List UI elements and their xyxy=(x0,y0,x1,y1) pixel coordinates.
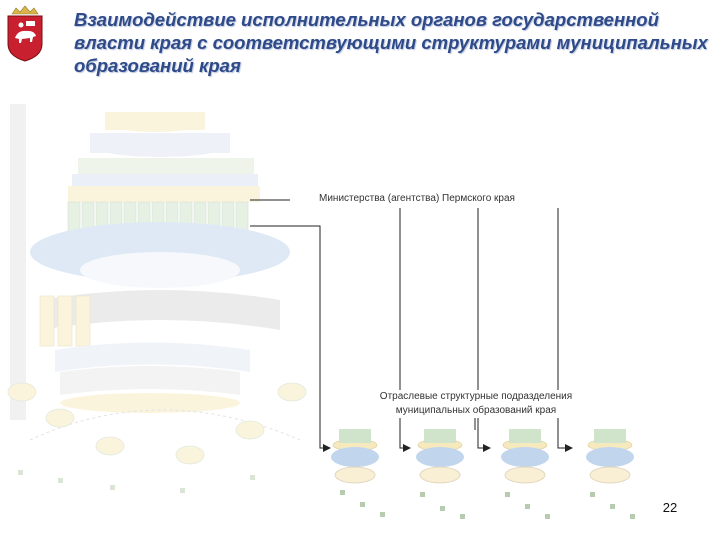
perm-coat-of-arms-icon xyxy=(7,5,43,62)
municipal-units-label-line-2: муниципальных образований края xyxy=(395,405,557,416)
municipal-structure-icons xyxy=(331,429,635,519)
municipal-units-label-line-1: Отраслевые структурные подразделения xyxy=(379,391,573,402)
faded-governance-cake-graphic xyxy=(7,104,307,493)
page-title: Взаимодействие исполнительных органов го… xyxy=(74,9,708,76)
ministries-label: Министерства (агентства) Пермского края xyxy=(292,193,542,207)
connector-lines xyxy=(250,199,573,452)
municipal-units-label: Отраслевые структурные подразделения мун… xyxy=(368,390,584,418)
page-number: 22 xyxy=(662,500,678,515)
